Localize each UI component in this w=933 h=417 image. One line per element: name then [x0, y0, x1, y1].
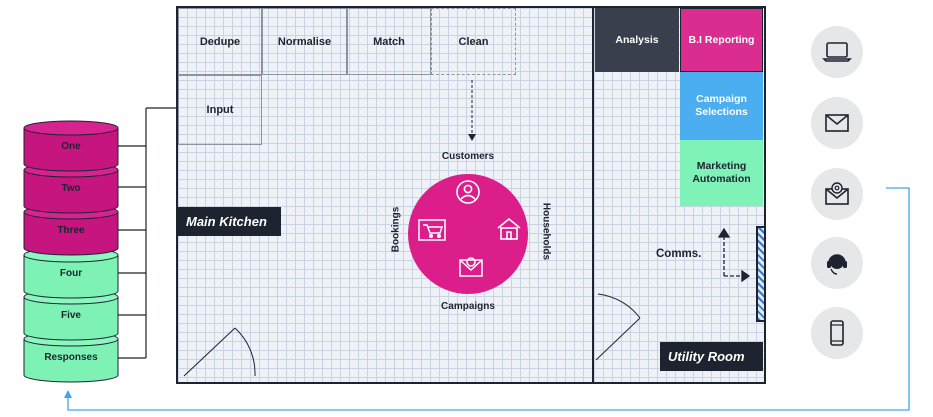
channel-email [811, 168, 863, 220]
clean-label: Clean [458, 35, 489, 48]
comms-text: Comms. [656, 248, 702, 260]
utility-door [595, 293, 641, 361]
channel-phone-support [811, 237, 863, 289]
channel-laptop [811, 26, 863, 78]
headset-icon [827, 254, 847, 275]
window-hatch [756, 226, 766, 322]
stack-bracket [118, 107, 176, 359]
analysis-tile: Analysis [595, 8, 679, 72]
house-icon [497, 217, 521, 240]
bi-reporting-tile: B.I Reporting [680, 8, 763, 72]
shopping-cart-icon [418, 219, 446, 241]
bi-reporting-label: B.I Reporting [688, 33, 755, 46]
analysis-label: Analysis [615, 33, 659, 46]
stack-item-one: One [24, 141, 118, 152]
stack-one-label: One [61, 141, 81, 152]
match-station: Match [347, 8, 431, 75]
hub-label-right: Households [541, 192, 552, 272]
marketing-automation-label: Marketing Automation [692, 160, 751, 185]
main-kitchen-room [176, 6, 594, 384]
comms-axis-arrows [717, 227, 751, 283]
stack-three-label: Three [57, 225, 85, 236]
input-label: Input [206, 104, 234, 116]
hub-label-top: Customers [428, 151, 508, 162]
email-at-icon [825, 182, 849, 205]
stack-item-responses: Responses [24, 352, 118, 363]
channel-mail [811, 97, 863, 149]
normalise-label: Normalise [277, 35, 332, 48]
normalise-station: Normalise [262, 8, 347, 75]
marketing-automation-tile: Marketing Automation [680, 140, 763, 206]
feedback-loop-arrowhead [64, 390, 72, 398]
bookings-text: Bookings [390, 206, 402, 253]
campaigns-text: Campaigns [441, 301, 495, 312]
database-stack [23, 120, 119, 383]
stack-item-two: Two [24, 183, 118, 194]
stack-responses-label: Responses [44, 352, 98, 363]
clean-station: Clean [431, 8, 516, 75]
comms-label: Comms. [656, 248, 701, 260]
campaign-selections-tile: Campaign Selections [680, 72, 763, 140]
utility-room-text: Utility Room [668, 349, 745, 364]
stack-item-four: Four [24, 268, 118, 279]
stack-item-three: Three [24, 225, 118, 236]
customers-text: Customers [441, 151, 495, 162]
households-text: Households [540, 202, 552, 261]
main-kitchen-text: Main Kitchen [186, 214, 267, 229]
match-label: Match [373, 35, 405, 48]
laptop-icon [822, 42, 852, 62]
feedback-loop-line [67, 187, 910, 411]
kitchen-door [183, 327, 256, 377]
stack-two-label: Two [61, 183, 81, 194]
envelope-icon [825, 114, 849, 132]
stack-four-label: Four [59, 268, 83, 279]
stack-item-five: Five [24, 310, 118, 321]
smartphone-icon [830, 320, 844, 346]
hub-circle [408, 174, 528, 294]
hub-label-left: Bookings [391, 190, 402, 270]
input-station: Input [178, 75, 262, 145]
stack-five-label: Five [60, 310, 81, 321]
campaign-selections-label: Campaign Selections [695, 93, 748, 118]
hub-label-bottom: Campaigns [428, 301, 508, 312]
dedupe-label: Dedupe [199, 35, 241, 48]
utility-room-title: Utility Room [660, 342, 763, 371]
customer-icon [456, 180, 480, 204]
clean-to-hub-arrowhead [468, 134, 476, 141]
email-campaign-icon [459, 257, 483, 277]
channel-mobile [811, 307, 863, 359]
dedupe-station: Dedupe [178, 8, 262, 75]
main-kitchen-title: Main Kitchen [178, 207, 281, 236]
